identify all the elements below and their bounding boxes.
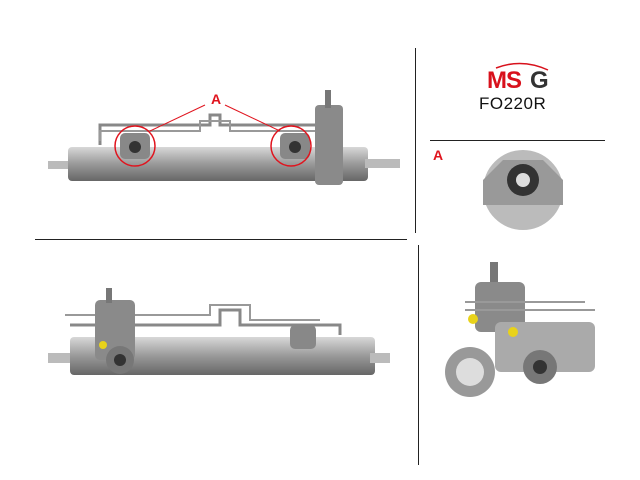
divider-horizontal-left (35, 239, 407, 240)
divider-vertical-top (415, 48, 416, 233)
detail-label-a: A (433, 147, 444, 163)
steering-rack-front-view (48, 288, 390, 375)
callout-label-a: A (211, 91, 222, 107)
divider-horizontal-right (430, 140, 605, 141)
divider-vertical-bottom (418, 245, 419, 465)
mount-detail-image (483, 150, 563, 230)
svg-text:G: G (530, 67, 548, 92)
steering-rack-end-view (445, 262, 595, 397)
steering-rack-top-view (48, 90, 400, 185)
svg-text:MS: MS (487, 67, 522, 92)
msg-logo: MS G (482, 62, 562, 94)
part-number: FO220R (479, 94, 547, 113)
